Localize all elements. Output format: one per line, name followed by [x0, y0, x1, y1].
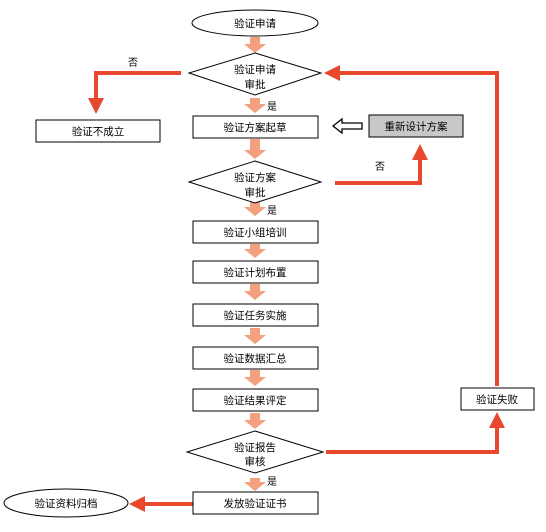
down-arrow-execute-collect [244, 328, 266, 344]
node-evaluate: 验证结果评定 [192, 388, 319, 412]
node-failvoid: 验证不成立 [35, 119, 161, 143]
node-collect-label: 验证数据汇总 [224, 352, 287, 365]
node-report-label-2: 审核 [245, 455, 266, 468]
node-review1-label-1: 验证申请 [234, 63, 276, 76]
down-arrows [244, 37, 266, 491]
down-arrow-review2-training [244, 201, 266, 216]
edge-label-yes-3: 是 [267, 476, 277, 488]
down-arrow-report-issue [244, 478, 266, 491]
node-apply: 验证申请 [191, 9, 319, 37]
node-execute-label: 验证任务实施 [224, 309, 287, 322]
down-arrow-review1-draft [244, 98, 266, 113]
node-fail-label: 验证失败 [476, 393, 518, 406]
node-issue-label: 发放验证证书 [224, 497, 287, 510]
node-review2: 验证方案 审批 [187, 160, 323, 204]
node-review1: 验证申请 审批 [187, 52, 323, 96]
node-draft: 验证方案起草 [192, 115, 319, 139]
node-layout-label: 验证计划布置 [224, 266, 287, 279]
node-training-label: 验证小组培训 [224, 226, 287, 239]
node-review1-label-2: 审批 [245, 78, 266, 91]
outline-arrow-redesign-draft [331, 117, 363, 135]
edge-label-no-2: 否 [375, 161, 385, 173]
down-arrow-evaluate-report [244, 413, 266, 429]
node-archive: 验证资料归档 [3, 488, 129, 518]
down-arrow-draft-review2 [244, 139, 266, 159]
node-report: 验证报告 审核 [185, 430, 325, 474]
node-review2-label-2: 审批 [245, 186, 266, 199]
node-execute: 验证任务实施 [192, 303, 319, 327]
node-failvoid-label: 验证不成立 [72, 125, 125, 138]
node-layout: 验证计划布置 [192, 260, 319, 284]
edge-report-fail [326, 412, 505, 454]
node-fail: 验证失败 [460, 387, 535, 411]
edge-label-no-1: 否 [128, 57, 138, 69]
node-redesign: 重新设计方案 [368, 114, 464, 138]
edge-review2-no-redesign [335, 144, 428, 185]
node-report-label-1: 验证报告 [234, 441, 276, 454]
node-training: 验证小组培训 [192, 220, 319, 244]
down-arrow-layout-execute [244, 284, 266, 300]
down-arrow-collect-evaluate [244, 370, 266, 386]
node-apply-label: 验证申请 [234, 17, 276, 30]
node-redesign-label: 重新设计方案 [385, 120, 448, 133]
edge-fail-review1 [324, 65, 499, 386]
edge-label-yes-1: 是 [267, 101, 277, 113]
edge-review1-no-failvoid [88, 71, 181, 114]
edge-label-yes-2: 是 [267, 205, 277, 217]
node-archive-label: 验证资料归档 [35, 497, 98, 510]
node-collect: 验证数据汇总 [192, 346, 319, 370]
node-evaluate-label: 验证结果评定 [224, 394, 287, 407]
down-arrow-apply-review1 [244, 37, 266, 53]
node-draft-label: 验证方案起草 [224, 121, 287, 134]
red-connectors [88, 65, 505, 512]
node-issue: 发放验证证书 [192, 491, 319, 515]
down-arrow-training-layout [244, 244, 266, 258]
node-review2-label-1: 验证方案 [234, 171, 276, 184]
